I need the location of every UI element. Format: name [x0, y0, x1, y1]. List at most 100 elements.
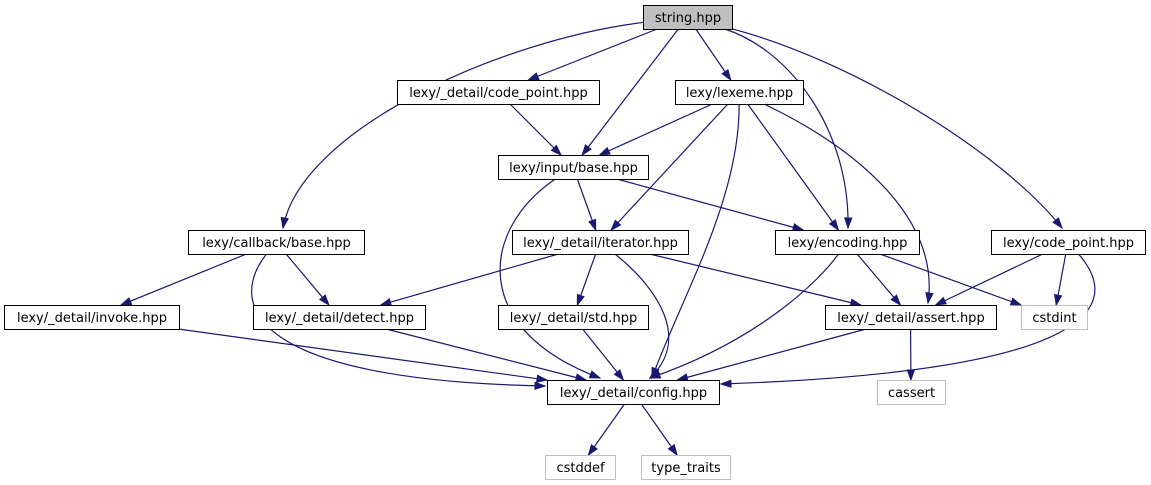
node-box: [1021, 305, 1088, 330]
arrowhead-icon: [526, 72, 540, 81]
node-box: [253, 305, 426, 330]
edge-config-to-cstddef: [587, 403, 626, 457]
arrowhead-icon: [648, 370, 662, 379]
edge-encoding-to-cstdint: [879, 253, 1023, 306]
node-box: [4, 305, 180, 330]
edge-callback_base-to-invoke: [119, 253, 247, 306]
edge-line: [499, 178, 601, 379]
edge-line: [610, 103, 729, 231]
node-input_base[interactable]: lexy/input/base.hpp: [498, 155, 649, 180]
edge-string-to-encoding: [724, 28, 853, 230]
node-config[interactable]: lexy/_detail/config.hpp: [547, 380, 720, 405]
edge-code_point-to-assert: [934, 253, 1044, 306]
edge-line: [747, 103, 839, 231]
arrowhead-icon: [721, 68, 732, 82]
node-label: lexy/callback/base.hpp: [202, 236, 351, 251]
edge-assert-to-cassert: [906, 328, 916, 382]
edge-string-to-input_base: [581, 28, 679, 157]
node-box: [547, 380, 720, 405]
arrowhead-icon: [588, 370, 602, 379]
node-label: lexy/code_point.hpp: [1003, 236, 1134, 251]
arrowhead-icon: [379, 298, 393, 307]
edge-string-to-lexeme: [695, 28, 732, 82]
arrowhead-icon: [587, 443, 598, 457]
node-box: [675, 80, 804, 105]
node-box: [545, 455, 616, 480]
node-box: [498, 155, 649, 180]
node-label: lexy/_detail/config.hpp: [560, 386, 707, 401]
edge-input_base-to-iterator: [576, 178, 597, 232]
edge-input_base-to-encoding: [616, 178, 805, 232]
node-detect[interactable]: lexy/_detail/detect.hpp: [253, 305, 426, 330]
edge-line: [614, 253, 670, 379]
node-box: [825, 305, 997, 330]
node-label: lexy/_detail/invoke.hpp: [17, 311, 167, 326]
edge-line: [677, 328, 867, 381]
node-label: lexy/_detail/code_point.hpp: [409, 86, 587, 101]
node-box: [643, 5, 733, 30]
edge-line: [599, 103, 713, 156]
edge-string-to-callback_base: [280, 21, 644, 230]
arrowhead-icon: [536, 374, 549, 383]
edge-invoke-to-config: [178, 328, 549, 383]
edge-iterator-to-std: [576, 253, 597, 307]
node-string[interactable]: string.hpp: [643, 5, 733, 30]
node-assert[interactable]: lexy/_detail/assert.hpp: [825, 305, 997, 330]
node-code_point[interactable]: lexy/code_point.hpp: [991, 230, 1146, 255]
node-lexeme[interactable]: lexy/lexeme.hpp: [675, 80, 804, 105]
node-callback_base[interactable]: lexy/callback/base.hpp: [188, 230, 365, 255]
edge-config-to-type_traits: [640, 403, 678, 457]
node-label: lexy/lexeme.hpp: [686, 86, 793, 101]
node-label: lexy/_detail/assert.hpp: [837, 311, 984, 326]
node-cp_detail[interactable]: lexy/_detail/code_point.hpp: [397, 80, 600, 105]
arrowhead-icon: [719, 379, 732, 388]
edge-line: [649, 253, 839, 379]
node-label: lexy/_detail/detect.hpp: [265, 311, 414, 326]
edge-line: [582, 328, 624, 381]
node-label: cstdint: [1032, 311, 1076, 326]
edge-input_base-to-config: [499, 178, 602, 379]
arrowhead-icon: [890, 294, 902, 307]
node-box: [877, 380, 946, 405]
arrowhead-icon: [828, 219, 840, 232]
node-label: type_traits: [651, 461, 721, 476]
arrowhead-icon: [318, 294, 330, 307]
edge-code_point-to-cstdint: [1054, 253, 1067, 307]
edge-std-to-config: [582, 328, 625, 382]
arrowhead-icon: [550, 144, 563, 157]
edge-string-to-cp_detail: [526, 28, 658, 81]
arrowhead-icon: [791, 223, 805, 232]
node-type_traits: type_traits: [641, 455, 731, 480]
edge-line: [285, 253, 330, 306]
arrowhead-icon: [906, 369, 916, 382]
arrowhead-icon: [119, 297, 133, 306]
edge-line: [649, 253, 861, 306]
arrowhead-icon: [534, 381, 547, 390]
edge-iterator-to-assert: [649, 253, 863, 307]
arrowhead-icon: [1054, 293, 1063, 307]
edge-line: [251, 253, 546, 387]
edge-line: [651, 103, 740, 379]
edge-line: [763, 103, 930, 304]
node-cstdint: cstdint: [1021, 305, 1088, 330]
node-label: lexy/_detail/iterator.hpp: [523, 236, 678, 251]
edge-line: [178, 328, 548, 381]
edge-line: [731, 28, 1063, 229]
node-iterator[interactable]: lexy/_detail/iterator.hpp: [512, 230, 689, 255]
edge-line: [935, 253, 1044, 306]
arrowhead-icon: [598, 146, 611, 156]
node-box: [991, 230, 1146, 255]
edge-detect-to-config: [385, 328, 588, 382]
node-encoding[interactable]: lexy/encoding.hpp: [775, 230, 920, 255]
node-box: [641, 455, 731, 480]
edge-line: [380, 253, 559, 306]
edge-line: [385, 328, 587, 381]
edges-layer: [119, 21, 1096, 457]
node-label: string.hpp: [655, 11, 721, 26]
edge-line: [616, 178, 804, 231]
edge-lexeme-to-input_base: [598, 103, 713, 156]
node-invoke[interactable]: lexy/_detail/invoke.hpp: [4, 305, 180, 330]
edge-lexeme-to-encoding: [747, 103, 840, 232]
node-std[interactable]: lexy/_detail/std.hpp: [498, 305, 649, 330]
